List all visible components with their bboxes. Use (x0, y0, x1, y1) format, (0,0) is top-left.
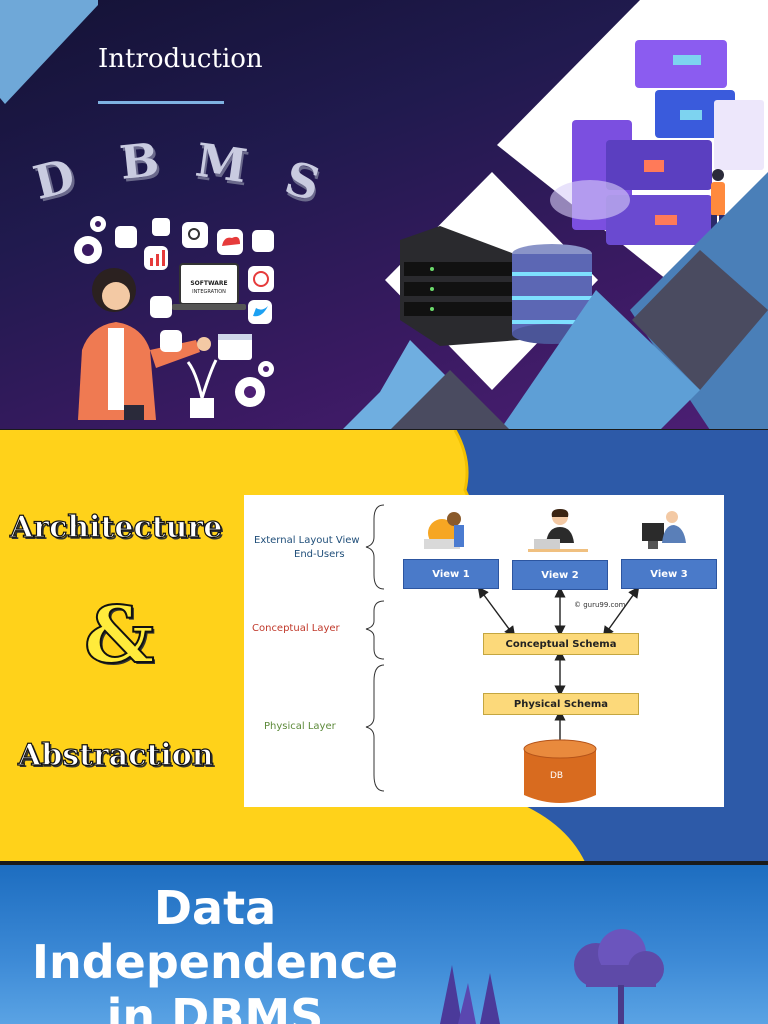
dbms-architecture-diagram: External Layout View End-Users Conceptua… (244, 495, 724, 807)
slide-divider-2 (0, 861, 768, 865)
view-3-box: View 3 (621, 559, 717, 589)
gear-icons (74, 216, 274, 407)
end-user-figure-2 (528, 509, 588, 552)
architecture-heading: Architecture (9, 509, 223, 545)
physical-schema-box: Physical Schema (483, 693, 639, 715)
end-user-figure-1 (424, 512, 464, 549)
light-blue-diamond-shape (500, 290, 700, 430)
presenter-woman-illustration (78, 268, 211, 420)
introduction-heading: Introduction (98, 44, 263, 74)
laptop-illustration: SOFTWARE INTEGRATION (172, 263, 246, 310)
conceptual-schema-box: Conceptual Schema (483, 633, 639, 655)
view-2-box: View 2 (512, 560, 608, 590)
end-user-figure-3 (642, 511, 686, 549)
conceptual-layer-label: Conceptual Layer (252, 623, 340, 634)
slide-architecture-abstraction: Architecture & Abstraction (0, 430, 768, 862)
slide-introduction: SOFTWARE INTEGRATION (0, 0, 768, 430)
dbms-letter-m: M (192, 132, 251, 194)
dbms-letter-b: B (117, 132, 162, 190)
ampersand-heading: & (83, 589, 155, 682)
slide-data-independence: Data Independence in DBMS (0, 865, 768, 1024)
filing-cabinet-illustration (550, 40, 764, 245)
external-layout-label: External Layout View (254, 535, 360, 546)
view-1-box: View 1 (403, 559, 499, 589)
data-independence-title: Data Independence in DBMS (0, 881, 430, 1024)
heading-underline (98, 101, 224, 104)
slide3-illustration (440, 929, 664, 1024)
app-icons-cluster (115, 218, 274, 418)
physical-layer-label: Physical Layer (264, 721, 336, 732)
cloud-icon (574, 929, 664, 1024)
guru99-watermark: © guru99.com (574, 601, 626, 609)
title-line-3: in DBMS (106, 989, 324, 1024)
end-users-label: End-Users (294, 549, 345, 560)
title-line-1: Data (153, 881, 277, 935)
diagram-lines (365, 504, 686, 803)
db-label: DB (550, 771, 564, 781)
svg-text:SOFTWARE: SOFTWARE (190, 280, 227, 287)
dark-diamond-shape (390, 370, 510, 430)
grey-diamond-shape (632, 250, 768, 390)
corner-diamond-shape (0, 0, 98, 104)
slide1-decorations: SOFTWARE INTEGRATION (0, 0, 768, 430)
svg-text:INTEGRATION: INTEGRATION (192, 289, 226, 295)
title-line-2: Independence (31, 935, 399, 989)
abstraction-heading: Abstraction (17, 737, 214, 773)
